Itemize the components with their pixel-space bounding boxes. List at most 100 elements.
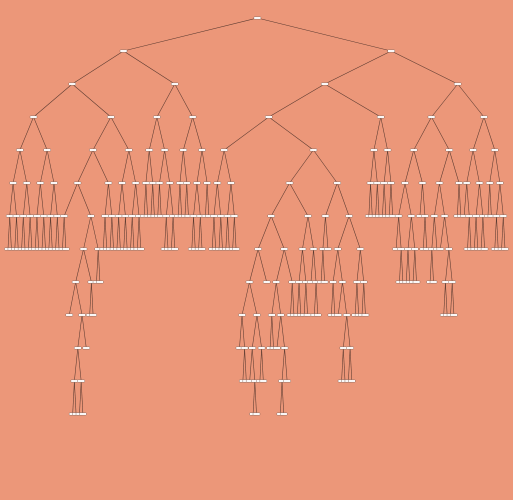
tree-leaf-node <box>259 379 268 383</box>
tree-node <box>104 181 113 185</box>
tree-edge <box>110 116 130 151</box>
tree-edge <box>118 182 123 217</box>
tree-leaf-node <box>96 280 104 284</box>
tree-edge <box>457 83 485 118</box>
tree-edge <box>307 215 314 250</box>
tree-node <box>16 148 24 152</box>
tree-edge <box>36 182 41 217</box>
tree-edge <box>457 182 460 217</box>
tree-node <box>162 214 170 218</box>
tree-leaf-node <box>273 346 281 350</box>
tree-node <box>366 181 375 185</box>
tree-edge <box>375 182 378 217</box>
tree-edge <box>201 149 208 184</box>
tree-edge <box>439 182 445 217</box>
tree-edge <box>192 116 203 151</box>
tree-edge <box>171 215 174 250</box>
tree-edge <box>223 116 269 151</box>
tree-edge <box>349 347 353 382</box>
tree-node <box>171 82 179 86</box>
tree-edge <box>450 281 453 316</box>
tree-edge <box>281 380 285 415</box>
tree-edge <box>431 116 450 151</box>
tree-leaf-node <box>412 280 421 284</box>
tree-edge <box>360 248 365 283</box>
tree-node <box>12 214 21 218</box>
tree-edge <box>431 215 435 250</box>
tree-node <box>394 214 403 218</box>
tree-edge <box>483 116 496 151</box>
tree-node <box>43 148 51 152</box>
tree-edge <box>322 215 326 250</box>
tree-node <box>338 280 347 284</box>
tree-edge <box>223 149 232 184</box>
tree-edge <box>164 215 167 250</box>
tree-edge <box>213 215 216 250</box>
tree-leaf-node <box>171 247 179 251</box>
tree-edge <box>391 50 458 85</box>
tree-edge <box>413 149 423 184</box>
tree-node <box>153 115 161 119</box>
tree-edge <box>407 248 410 283</box>
tree-edge <box>489 149 496 184</box>
tree-edge <box>131 182 136 217</box>
tree-node <box>118 181 126 185</box>
tree-edge <box>368 182 371 217</box>
tree-edge <box>404 149 414 184</box>
tree-edge <box>90 215 99 250</box>
tree-leaf-node <box>252 412 261 416</box>
tree-node <box>148 181 157 185</box>
tree-edge <box>196 149 203 184</box>
tree-edge <box>63 182 78 217</box>
tree-node <box>87 214 95 218</box>
tree-edge <box>424 215 427 250</box>
tree-edge <box>220 215 223 250</box>
tree-edge <box>242 347 245 382</box>
tree-node <box>121 214 130 218</box>
tree-edge <box>259 347 262 382</box>
tree-leaf-node <box>232 247 240 251</box>
tree-node <box>401 181 409 185</box>
tree-edge <box>89 281 92 316</box>
tree-node <box>309 247 318 251</box>
tree-leaf-node <box>280 412 288 416</box>
tree-node <box>345 214 353 218</box>
tree-edge <box>150 182 153 217</box>
tree-edge <box>281 347 285 382</box>
tree-node <box>240 346 249 350</box>
tree-edge <box>33 83 73 118</box>
tree-node <box>397 247 405 251</box>
tree-node <box>480 115 488 119</box>
tree-edge <box>116 215 119 250</box>
tree-node <box>128 214 136 218</box>
tree-edge <box>109 215 113 250</box>
tree-node <box>253 313 261 317</box>
tree-node <box>339 346 347 350</box>
tree-edge <box>322 248 325 283</box>
tree-node <box>441 280 450 284</box>
tree-edge <box>276 248 285 283</box>
tree-edge <box>387 149 392 184</box>
tree-node <box>254 247 262 251</box>
tree-node <box>377 115 385 119</box>
tree-edge <box>395 215 399 250</box>
tree-node <box>23 181 31 185</box>
tree-edge <box>276 314 282 349</box>
tree-edge <box>50 215 53 250</box>
tree-node <box>145 148 153 152</box>
tree-node <box>70 379 79 383</box>
tree-edge <box>156 116 165 151</box>
tree-edge <box>36 215 39 250</box>
tree-node <box>33 214 41 218</box>
tree-edge <box>251 314 258 349</box>
tree-edge <box>249 281 258 316</box>
tree-node <box>304 214 312 218</box>
tree-node <box>472 214 480 218</box>
tree-edge <box>472 116 485 151</box>
tree-node <box>210 214 218 218</box>
tree-node <box>5 214 14 218</box>
tree-edge <box>77 149 94 184</box>
tree-node <box>492 214 501 218</box>
tree-edge <box>75 248 84 283</box>
tree-node <box>257 346 266 350</box>
